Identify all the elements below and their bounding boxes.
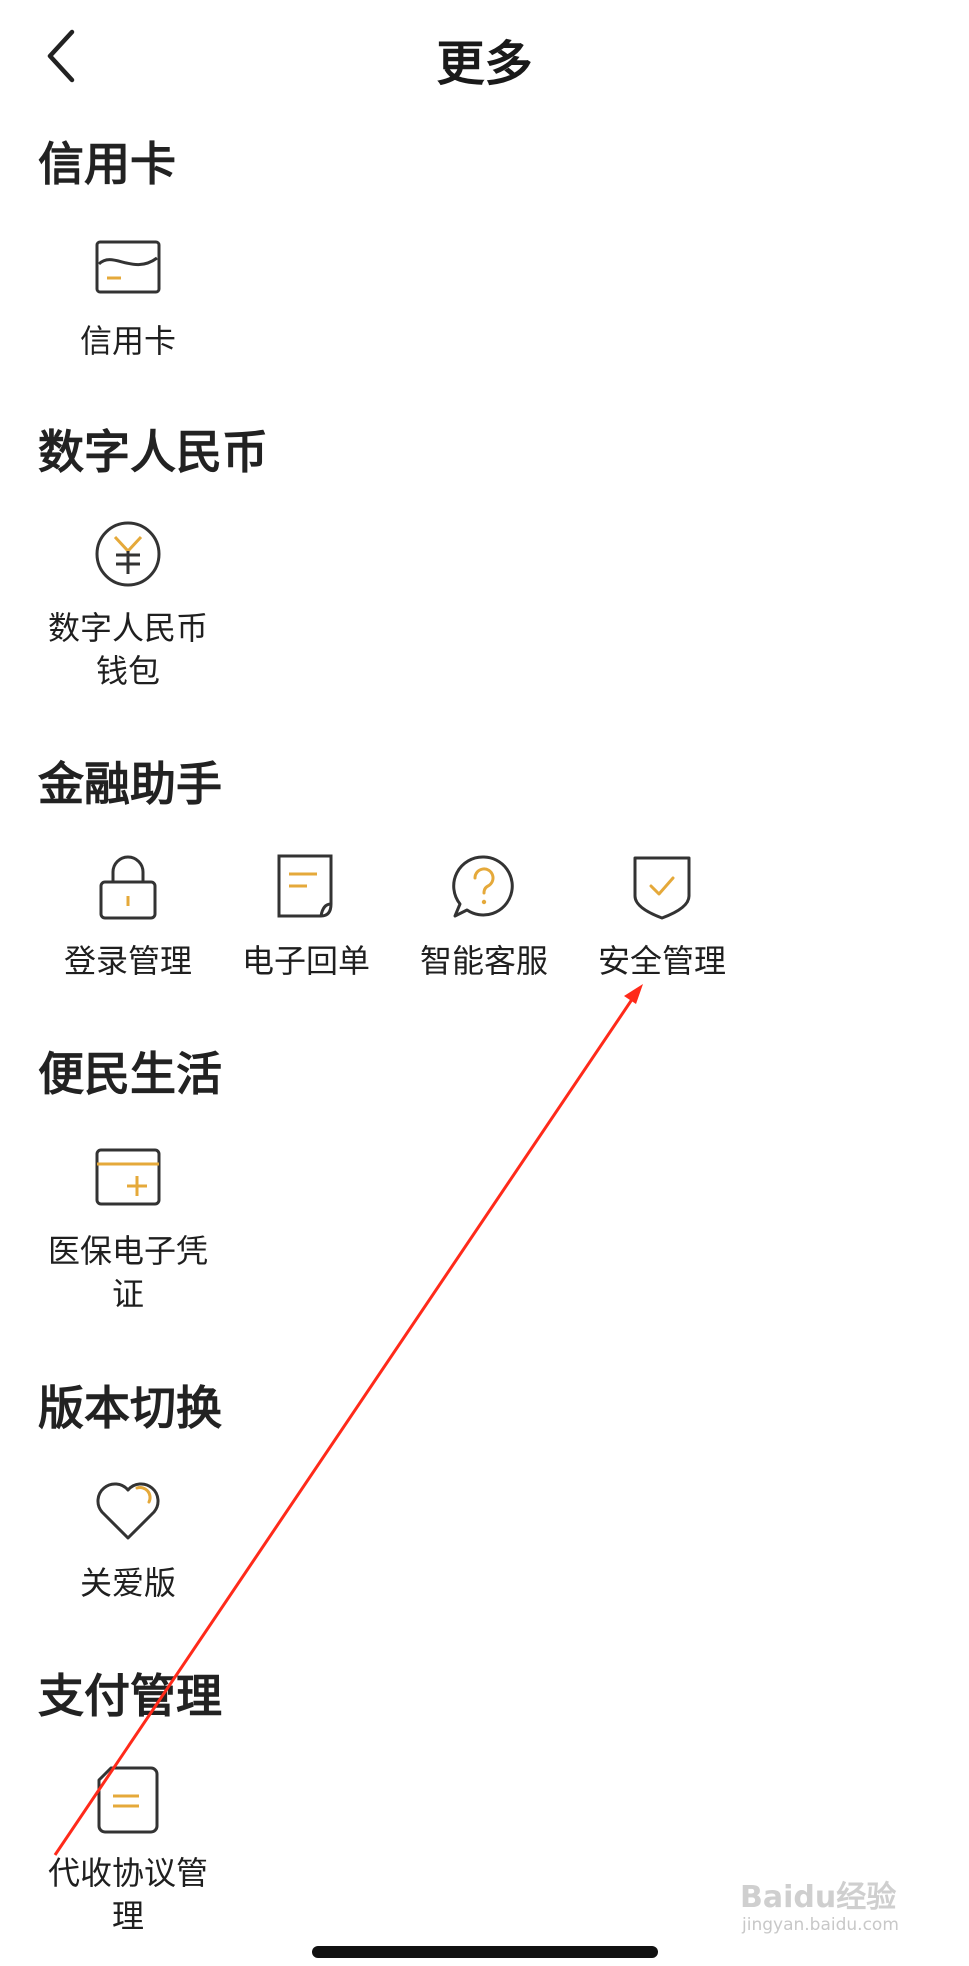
smart-customer-service-label: 智能客服 — [419, 942, 548, 980]
navigation-bar: 更多 — [0, 0, 969, 110]
credit-card-icon — [95, 240, 161, 294]
back-arrow-icon[interactable] — [38, 26, 88, 86]
security-management-item[interactable]: 安全管理 — [572, 852, 752, 983]
baidu-watermark: Baidu经验 — [740, 1880, 897, 1915]
shield-check-icon — [633, 856, 691, 920]
digital-rmb-wallet-label: 数字人民币 钱包 — [47, 609, 208, 690]
credit-card-label: 信用卡 — [79, 322, 176, 360]
login-management-item[interactable]: 登录管理 — [38, 852, 218, 983]
section-title-credit-card: 信用卡 — [38, 137, 176, 191]
care-version-item[interactable]: 关爱版 — [38, 1474, 218, 1605]
section-title-payment-management: 支付管理 — [38, 1669, 222, 1723]
home-indicator — [312, 1946, 658, 1958]
medical-card-icon — [95, 1148, 161, 1206]
page-title: 更多 — [436, 36, 533, 92]
e-receipt-label: 电子回单 — [241, 942, 370, 980]
medical-insurance-voucher-item[interactable]: 医保电子凭 证 — [38, 1142, 218, 1316]
receipt-icon — [277, 854, 333, 918]
smart-customer-service-item[interactable]: 智能客服 — [394, 852, 574, 983]
document-icon — [97, 1766, 159, 1834]
collection-agreement-label: 代收协议管 理 — [47, 1854, 208, 1935]
section-title-version-switch: 版本切换 — [38, 1381, 222, 1435]
medical-insurance-voucher-label: 医保电子凭 证 — [47, 1232, 208, 1313]
security-management-label: 安全管理 — [597, 942, 726, 980]
lock-icon — [99, 855, 157, 920]
collection-agreement-item[interactable]: 代收协议管 理 — [38, 1764, 218, 1938]
login-management-label: 登录管理 — [63, 942, 192, 980]
digital-rmb-wallet-item[interactable]: 数字人民币 钱包 — [38, 519, 218, 693]
care-version-label: 关爱版 — [79, 1564, 176, 1602]
yuan-coin-icon — [95, 521, 161, 587]
section-title-finance-assistant: 金融助手 — [38, 757, 222, 811]
section-title-digital-rmb: 数字人民币 — [38, 425, 268, 479]
question-bubble-icon — [452, 855, 514, 918]
e-receipt-item[interactable]: 电子回单 — [216, 852, 396, 983]
credit-card-item[interactable]: 信用卡 — [38, 232, 218, 363]
baidu-watermark-url: jingyan.baidu.com — [742, 1915, 899, 1935]
heart-icon — [96, 1482, 160, 1540]
section-title-convenient-life: 便民生活 — [38, 1047, 222, 1101]
